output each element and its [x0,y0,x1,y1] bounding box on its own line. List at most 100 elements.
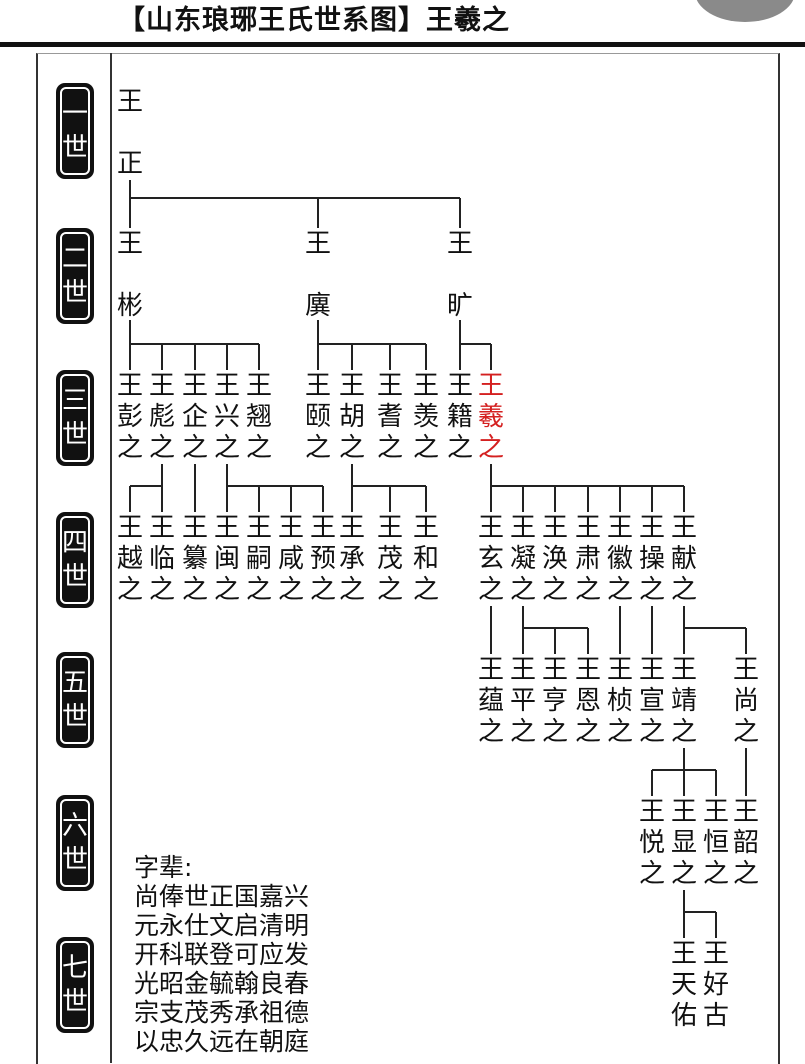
gen6-person-4-char-3: 之 [732,859,759,889]
gen4-person-13-char-2: 涣 [541,544,568,574]
gen4-person-12-char-3: 之 [509,575,536,605]
gen4-person-14-char-3: 之 [574,575,601,605]
gen6-person-2-char-2: 显 [670,828,697,858]
gen3-person-9-char-2: 羡 [412,402,439,432]
gen7-person-2-char-3: 古 [702,1001,729,1031]
generation-column-divider [110,53,112,1063]
gen6-person-3-char-1: 王 [702,797,729,827]
gen5-person-3-char-3: 之 [541,717,568,747]
gen3-person-2-char-1: 王 [148,371,175,401]
gen4-person-14-char-2: 肃 [574,544,601,574]
gen5-person-1-char-2: 蕴 [477,686,504,716]
gen4-person-7-char-3: 之 [309,575,336,605]
gen5-person-5-char-2: 桢 [606,686,633,716]
gen4-person-7-char-1: 王 [309,513,336,543]
gen4-person-5-char-2: 嗣 [245,544,272,574]
gen4-person-1-char-3: 之 [116,575,143,605]
gen4-person-1-char-2: 越 [116,544,143,574]
gen3-person-5-char-1: 王 [245,371,272,401]
gen5-person-5-char-3: 之 [606,717,633,747]
gen4-person-12-char-2: 凝 [509,544,536,574]
gen4-person-15-char-1: 王 [606,513,633,543]
gen3-person-9-char-1: 王 [412,371,439,401]
gen2-person-3-char-1: 王 [446,229,473,259]
gen4-person-5-char-1: 王 [245,513,272,543]
generation-names-box: 字辈: 尚俸世正国嘉兴 元永仕文启清明 开科联登可应发 光昭金毓翰良春 宗支茂秀… [134,853,309,1056]
generation-names-line-5: 宗支茂秀承祖德 [134,998,310,1027]
gen3-person-7-char-1: 王 [338,371,365,401]
generation-label-5: 五 世 [56,652,94,748]
gen5-person-5-char-1: 王 [606,655,633,685]
gen5-person-6-char-2: 宣 [638,686,665,716]
gen6-person-2-char-3: 之 [670,859,697,889]
gen4-person-15-char-3: 之 [606,575,633,605]
gen4-person-6-char-1: 王 [277,513,304,543]
gen4-person-7-char-2: 预 [309,544,336,574]
gen4-person-11-char-1: 王 [477,513,504,543]
gen3-person-5-char-3: 之 [245,433,272,463]
gen4-person-9-char-3: 之 [376,575,403,605]
gen1-person-1-char-2: 正 [116,149,143,179]
gen3-person-10-char-3: 之 [446,433,473,463]
gen7-person-2-char-2: 好 [702,970,729,1000]
gen5-person-1-char-1: 王 [477,655,504,685]
gen3-person-4-char-3: 之 [213,433,240,463]
gen7-person-1-char-2: 天 [670,970,697,1000]
gen4-person-8-char-2: 承 [338,544,365,574]
generation-label-5-suffix: 世 [61,702,88,732]
gen6-person-1-char-3: 之 [638,859,665,889]
gen3-person-3-char-2: 企 [181,402,208,432]
gen3-person-3-char-3: 之 [181,433,208,463]
gen4-person-13-char-3: 之 [541,575,568,605]
gen3-person-1-char-3: 之 [116,433,143,463]
gen4-person-8-char-3: 之 [338,575,365,605]
gen4-person-16-char-2: 操 [638,544,665,574]
gen4-person-17-char-3: 之 [670,575,697,605]
gen3-person-10-char-2: 籍 [446,402,473,432]
gen6-person-3-char-2: 恒 [702,828,729,858]
gen3-person-6-char-1: 王 [304,371,331,401]
gen4-person-1-char-1: 王 [116,513,143,543]
gen4-person-10-char-2: 和 [412,544,439,574]
gen3-person-2-char-2: 彪 [148,402,175,432]
gen6-person-2-char-1: 王 [670,797,697,827]
gen3-person-10-char-1: 王 [446,371,473,401]
gen3-person-11-char-1: 王 [477,371,504,401]
title-underline [0,42,805,47]
gen4-person-15-char-2: 徽 [606,544,633,574]
gen4-person-5-char-3: 之 [245,575,272,605]
gen2-person-1-char-2: 彬 [116,291,143,321]
generation-names-line-2: 元永仕文启清明 [134,911,310,940]
gen6-person-4-char-2: 韶 [732,828,759,858]
gen4-person-16-char-1: 王 [638,513,665,543]
gen3-person-2-char-3: 之 [148,433,175,463]
gen3-person-4-char-1: 王 [213,371,240,401]
gen5-person-4-char-2: 恩 [574,686,601,716]
generation-names-heading: 字辈: [134,853,193,882]
gen3-person-7-char-2: 胡 [338,402,365,432]
gen4-person-2-char-3: 之 [148,575,175,605]
gen4-person-3-char-1: 王 [181,513,208,543]
gen2-person-3-char-2: 旷 [446,291,473,321]
gen5-person-3-char-1: 王 [541,655,568,685]
gen3-person-1-char-1: 王 [116,371,143,401]
gen6-person-1-char-1: 王 [638,797,665,827]
gen5-person-3-char-2: 亨 [541,686,568,716]
generation-label-4-number: 四 [61,528,88,558]
gen6-person-4-char-1: 王 [732,797,759,827]
gen5-person-1-char-3: 之 [477,717,504,747]
gen4-person-17-char-2: 献 [670,544,697,574]
generation-label-3-suffix: 世 [61,420,88,450]
gen3-person-11-char-3: 之 [477,433,504,463]
gen2-person-2-char-2: 廙 [304,291,331,321]
gen5-person-7-char-2: 靖 [670,686,697,716]
generation-label-4-suffix: 世 [61,562,88,592]
generation-label-7-number: 七 [61,953,88,983]
generation-label-6-number: 六 [61,811,88,841]
gen4-person-10-char-3: 之 [412,575,439,605]
generation-label-1: 一 世 [56,83,94,179]
generation-names-line-6: 以忠久远在朝庭 [134,1027,310,1056]
gen7-person-1-char-3: 佑 [670,1001,697,1031]
gen2-person-2-char-1: 王 [304,229,331,259]
generation-names-line-3: 开科联登可应发 [134,940,310,969]
